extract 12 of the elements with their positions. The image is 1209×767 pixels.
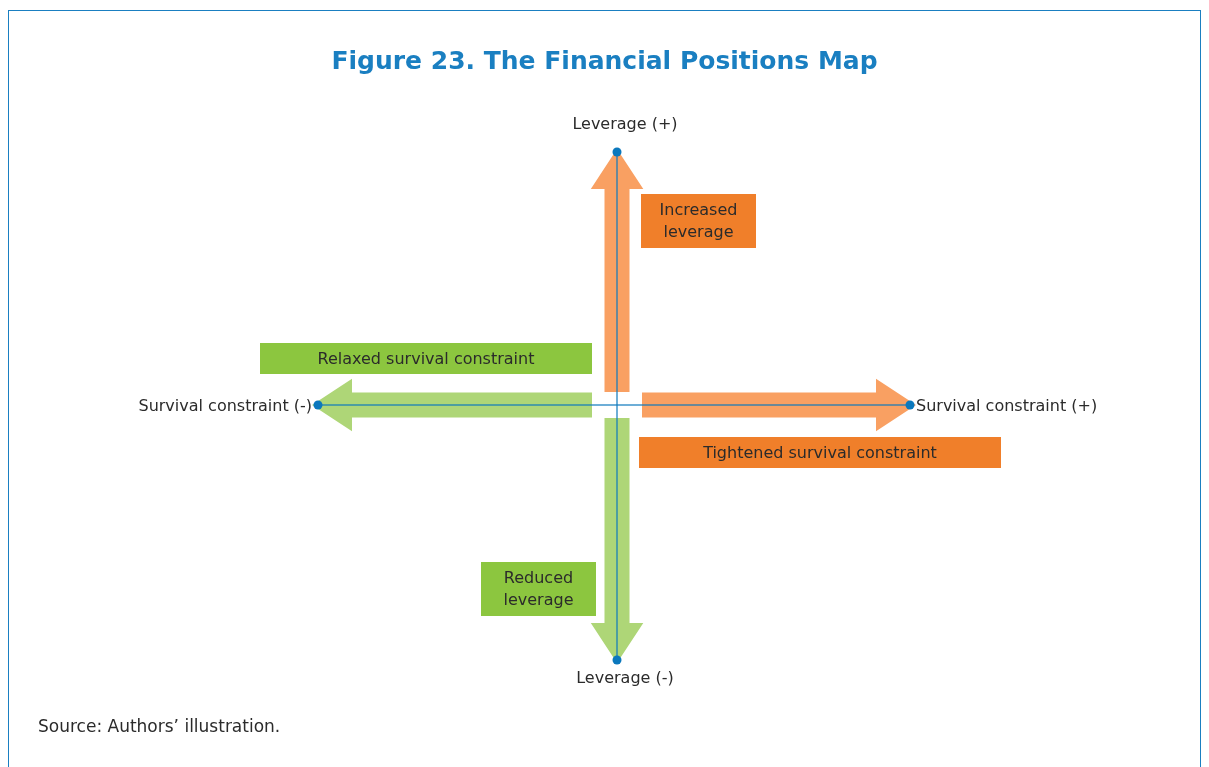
label-box: Increased leverage	[641, 194, 756, 248]
axis-label: Leverage (+)	[560, 113, 690, 149]
label-box: Tightened survival constraint	[639, 437, 1001, 468]
direction-arrow	[642, 378, 916, 432]
axis-label: Survival constraint (-)	[88, 392, 312, 420]
axis-label: Leverage (-)	[560, 663, 690, 689]
label-box: Reduced leverage	[481, 562, 596, 616]
source-note: Source: Authors’ illustration.	[38, 716, 281, 736]
direction-arrow	[312, 378, 592, 432]
axis-label: Survival constraint (+)	[916, 392, 1140, 420]
figure-title: Figure 23. The Financial Positions Map	[330, 46, 879, 75]
label-box: Relaxed survival constraint	[260, 343, 592, 374]
